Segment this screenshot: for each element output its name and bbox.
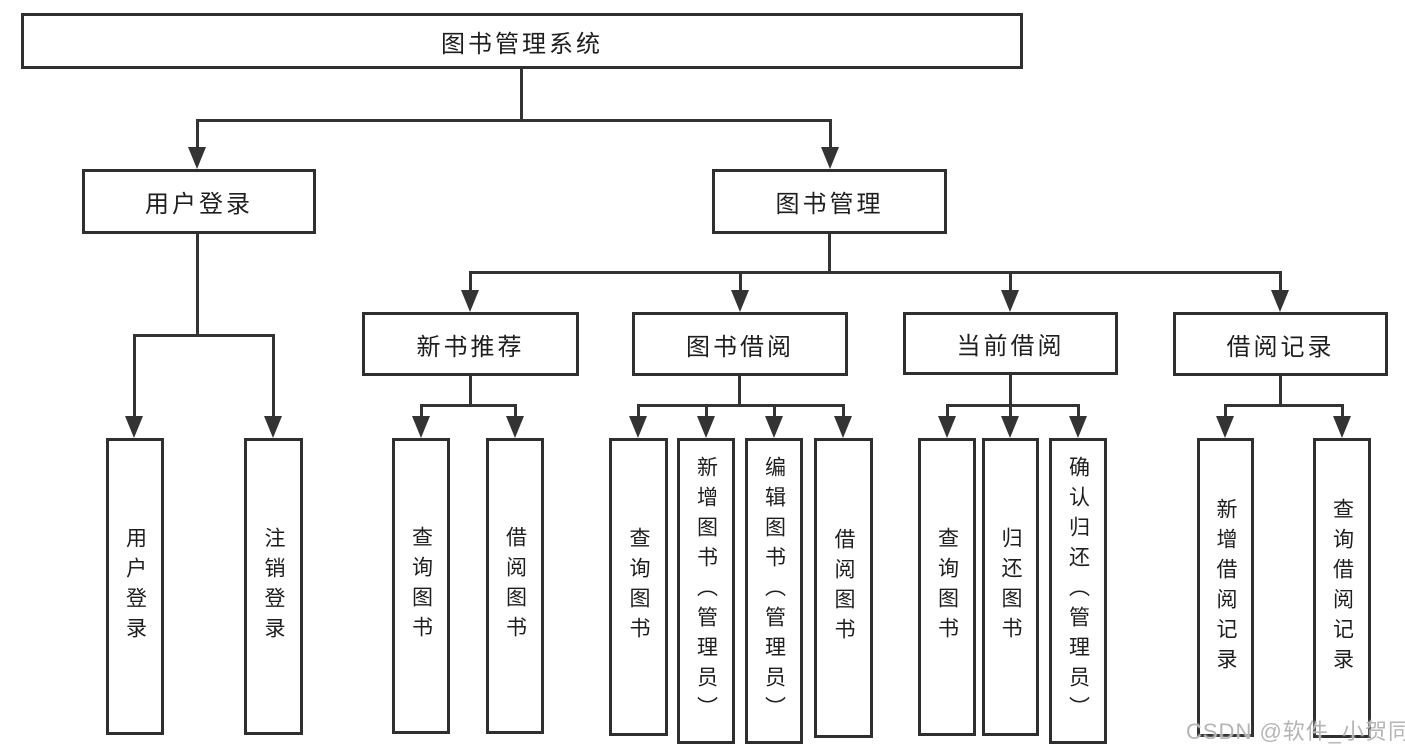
node-root: 图书管理系统 (21, 13, 1023, 69)
leaf-borrow-query-books-label: 查询图书 (627, 527, 650, 647)
leaf-current-return-books: 归还图书 (982, 438, 1039, 736)
arrow-down-icon (834, 416, 852, 438)
node-current-borrow-label: 当前借阅 (956, 333, 1065, 360)
leaf-borrow-borrow-books-label: 借阅图书 (832, 528, 855, 648)
node-book-mgmt-label: 图书管理 (775, 191, 884, 218)
leaf-records-add-record-label: 新增借阅记录 (1214, 497, 1237, 678)
arrow-down-icon (765, 416, 783, 438)
connector-shaft (1009, 404, 1012, 416)
connector-shaft (842, 404, 845, 416)
leaf-current-confirm-return-admin: 确认归还（管理员） (1049, 438, 1107, 744)
connector-bookborrow-rail (637, 404, 845, 407)
connector-userlogin-shaft (196, 119, 199, 149)
connector-bookmgmt-stub (828, 233, 831, 274)
leaf-newrec-borrow-books-label: 借阅图书 (503, 526, 527, 646)
connector-newrec-stub (469, 375, 472, 406)
arrow-down-icon (1271, 290, 1289, 312)
leaf-newrec-query-books: 查询图书 (392, 438, 450, 734)
connector-shaft (637, 404, 640, 416)
arrow-down-icon (1001, 416, 1019, 438)
connector-shaft (469, 271, 472, 291)
leaf-user-login: 用户登录 (106, 438, 164, 735)
arrow-down-icon (264, 416, 282, 438)
connector-shaft (133, 334, 136, 416)
leaf-newrec-query-books-label: 查询图书 (409, 526, 433, 646)
arrow-down-icon (629, 416, 647, 438)
node-book-borrow: 图书借阅 (632, 312, 848, 376)
leaf-records-add-record: 新增借阅记录 (1197, 438, 1254, 737)
arrow-down-icon (125, 416, 143, 438)
connector-shaft (272, 334, 275, 416)
connector-userlogin-rail (133, 334, 275, 337)
connector-shaft (705, 404, 708, 416)
arrow-down-icon (731, 290, 749, 312)
connector-bookmgmt-shaft (829, 119, 832, 149)
node-borrow-records-label: 借阅记录 (1226, 333, 1335, 361)
connector-level3-rail (469, 271, 1282, 274)
leaf-current-query-books: 查询图书 (918, 438, 976, 736)
leaf-borrow-query-books: 查询图书 (609, 438, 668, 736)
leaf-borrow-add-books-admin-label: 新增图书（管理员） (694, 456, 718, 726)
node-current-borrow: 当前借阅 (903, 312, 1118, 375)
arrow-down-icon (506, 416, 524, 438)
node-user-login: 用户登录 (82, 169, 316, 234)
connector-records-rail (1224, 404, 1344, 407)
connector-bookborrow-stub (738, 375, 741, 406)
node-user-login-label: 用户登录 (145, 191, 253, 218)
connector-shaft (946, 404, 949, 416)
node-new-book-rec: 新书推荐 (362, 312, 579, 376)
node-book-mgmt: 图书管理 (712, 169, 947, 234)
leaf-borrow-borrow-books: 借阅图书 (814, 438, 873, 738)
leaf-newrec-borrow-books: 借阅图书 (486, 438, 544, 734)
arrow-down-icon (1216, 416, 1234, 438)
connector-newrec-rail (420, 404, 517, 407)
connector-shaft (420, 404, 423, 416)
leaf-borrow-add-books-admin: 新增图书（管理员） (677, 438, 735, 744)
leaf-current-confirm-return-admin-label: 确认归还（管理员） (1066, 456, 1090, 726)
connector-current-rail (946, 404, 1080, 407)
arrow-down-icon (188, 147, 206, 169)
connector-level2-rail (196, 119, 832, 122)
connector-shaft (1279, 271, 1282, 291)
arrow-down-icon (697, 416, 715, 438)
leaf-borrow-edit-books-admin: 编辑图书（管理员） (745, 438, 803, 744)
leaf-user-login-label: 用户登录 (123, 526, 147, 647)
connector-shaft (1224, 404, 1227, 416)
arrow-down-icon (1333, 416, 1351, 438)
connector-userlogin-stub (196, 233, 199, 337)
node-book-borrow-label: 图书借阅 (686, 333, 794, 361)
connector-shaft (773, 404, 776, 416)
connector-shaft (1009, 271, 1012, 291)
connector-shaft (1077, 404, 1080, 416)
arrow-down-icon (1001, 290, 1019, 312)
arrow-down-icon (412, 416, 430, 438)
leaf-logout-label: 注销登录 (262, 526, 285, 647)
leaf-records-query-record-label: 查询借阅记录 (1330, 498, 1354, 678)
arrow-down-icon (938, 416, 956, 438)
leaf-logout: 注销登录 (244, 438, 303, 735)
connector-records-stub (1279, 375, 1282, 406)
arrow-down-icon (821, 147, 839, 169)
leaf-current-query-books-label: 查询图书 (935, 527, 959, 647)
connector-shaft (514, 404, 517, 416)
arrow-down-icon (461, 290, 479, 312)
arrow-down-icon (1069, 416, 1087, 438)
connector-shaft (739, 271, 742, 291)
leaf-current-return-books-label: 归还图书 (999, 527, 1022, 647)
leaf-borrow-edit-books-admin-label: 编辑图书（管理员） (762, 456, 786, 726)
csdn-watermark: CSDN @软件_小贺同学 (1186, 719, 1405, 744)
node-root-label: 图书管理系统 (441, 30, 603, 58)
connector-shaft (1341, 404, 1344, 416)
connector-current-stub (1009, 374, 1012, 406)
connector-root-stub (520, 68, 523, 122)
node-new-book-rec-label: 新书推荐 (416, 333, 525, 361)
node-borrow-records: 借阅记录 (1173, 312, 1388, 376)
leaf-records-query-record: 查询借阅记录 (1313, 438, 1371, 738)
